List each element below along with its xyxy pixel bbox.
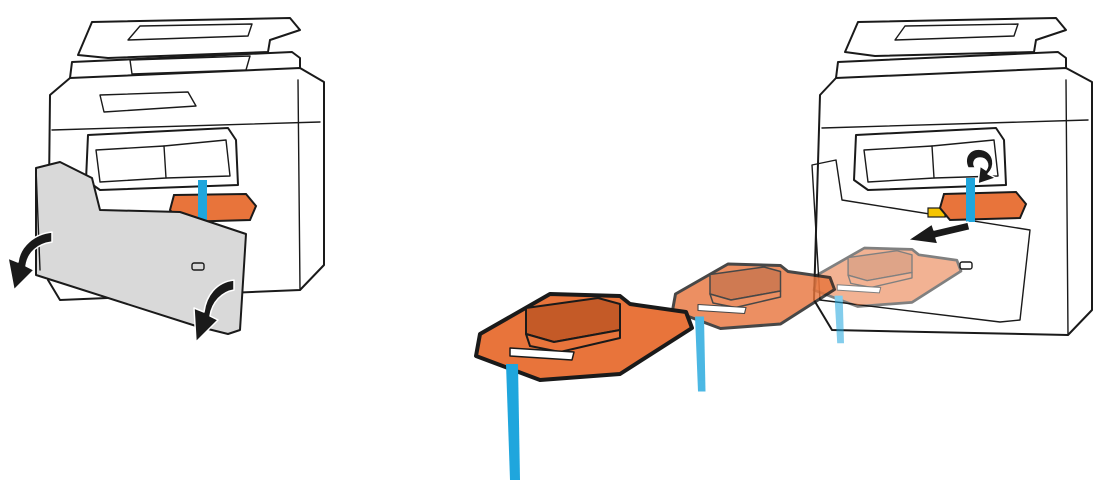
maintenance-box-mid: [673, 264, 835, 392]
pull-tab: [834, 296, 844, 344]
pull-tab: [506, 364, 520, 480]
printer-door-open: [8, 18, 324, 342]
maintenance-box-sequence: [476, 248, 961, 480]
pull-tab: [966, 178, 975, 222]
maintenance-box-removed: [476, 294, 692, 480]
pull-tab: [695, 317, 706, 392]
maintenance-box-in-slot: [940, 192, 1026, 220]
